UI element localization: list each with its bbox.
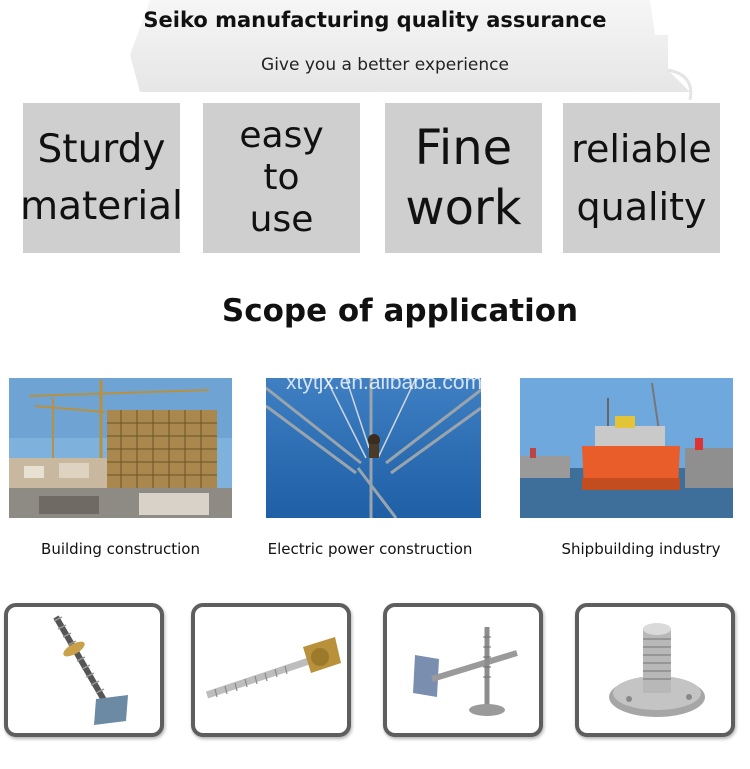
building-construction-photo [9,378,232,518]
product-frame-jack-with-plate [383,603,543,737]
app-caption-shipbuilding: Shipbuilding industry [561,540,721,558]
feature-tile-easy-to-use: easy to use [203,103,360,253]
product-frame-jack-base-plate [4,603,164,737]
header-banner: Seiko manufacturing quality assurance Gi… [0,0,750,100]
feature-tile-sturdy-material: Sturdy material [20,103,183,253]
feature-text-line: Sturdy [37,127,166,172]
feature-text-line: work [405,180,522,236]
feature-tile-fine-work: Fine work [385,103,542,253]
feature-text-line: to [263,157,300,198]
feature-text-line: Fine [414,120,513,176]
threaded-base-stud-image [609,623,705,717]
scope-title: Scope of application [221,293,579,329]
header-subtitle: Give you a better experience [261,55,509,75]
feature-text-line: material [20,184,183,229]
feature-tile-reliable-quality: reliable quality [563,103,720,253]
header-title: Seiko manufacturing quality assurance [143,8,607,32]
watermark-text: xtytjx.en.alibaba.com [286,371,483,394]
feature-text-line: use [249,199,314,240]
app-caption-building: Building construction [41,540,200,558]
feature-text-line: reliable [571,127,712,171]
product-frame-wing-nut-rod [191,603,351,737]
app-caption-electric: Electric power construction [267,540,473,558]
tie-rod-wing-nut-image [205,637,341,699]
feature-text-line: quality [576,185,707,229]
banner-shape [130,0,693,100]
shipbuilding-industry-photo [520,378,733,518]
screw-jack-base-plate-image [53,615,128,725]
electric-power-construction-photo [266,378,481,518]
feature-text-line: easy [239,115,324,156]
screw-jack-plate-image [413,627,518,716]
product-frame-base-stud [575,603,735,737]
